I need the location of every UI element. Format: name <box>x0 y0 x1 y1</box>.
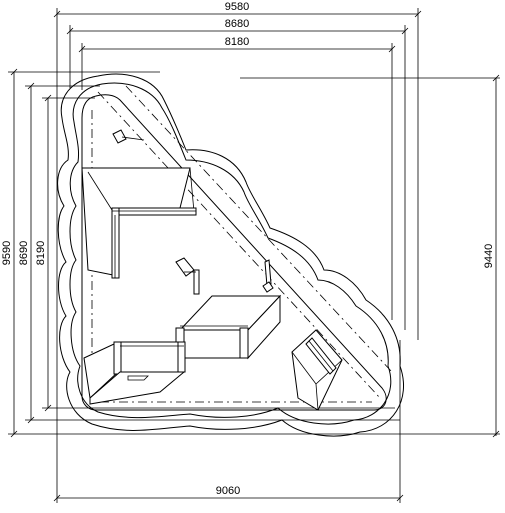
pool-basin-outline <box>81 94 387 411</box>
seat-block-bottom-left <box>83 341 186 405</box>
dim-left-middle: 8690 <box>18 241 30 265</box>
dim-top-middle: 8680 <box>225 18 249 30</box>
dim-right: 9440 <box>483 244 495 268</box>
pool-rim-outer <box>57 73 404 437</box>
bottom-dimension-line <box>53 92 404 503</box>
dim-left-inner: 8190 <box>35 241 47 265</box>
jet-fixture-right <box>262 259 274 293</box>
dim-top-inner: 8180 <box>225 36 249 48</box>
skimmer-fitting <box>112 129 145 144</box>
pool-rim-inner <box>69 82 392 425</box>
left-dimension-lines <box>8 68 500 438</box>
jet-fixture-center <box>175 257 200 295</box>
top-dimension-lines <box>53 8 422 340</box>
centerline-diagonal <box>97 91 381 399</box>
dim-left-outer: 9590 <box>1 241 13 265</box>
dim-top-outer: 9580 <box>225 1 249 13</box>
seat-block-left <box>81 167 197 279</box>
lounger-unit-right <box>291 329 343 411</box>
step-block-center <box>175 294 282 360</box>
dim-bottom: 9060 <box>216 485 240 497</box>
right-dimension-line <box>240 74 500 438</box>
centerline-diagonal-2 <box>125 85 393 373</box>
